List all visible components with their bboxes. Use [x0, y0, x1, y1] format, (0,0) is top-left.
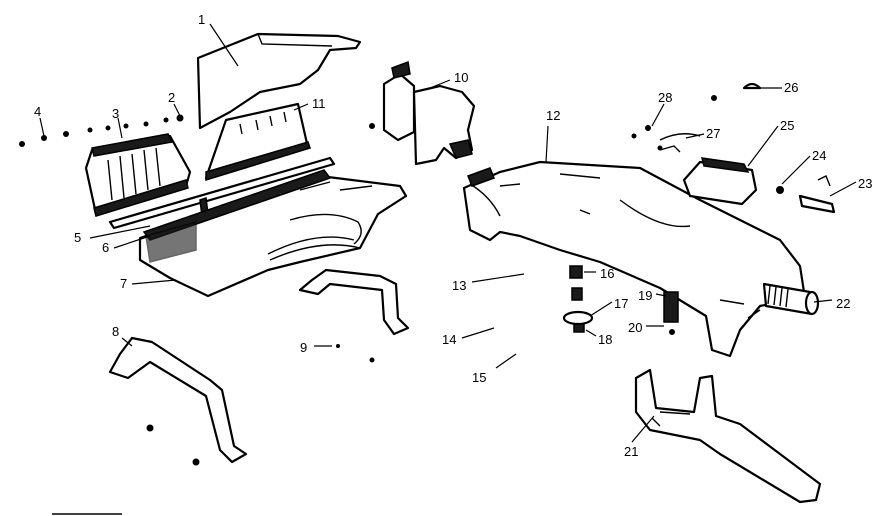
callout-4: 4: [34, 104, 41, 119]
part-12-base-frame: [462, 160, 806, 358]
part-10-clamp: [382, 60, 476, 166]
part-22-cylinder: [762, 282, 820, 316]
callout-16: 16: [600, 266, 614, 281]
callout-2: 2: [168, 90, 175, 105]
callout-12: 12: [546, 108, 560, 123]
callout-19: 19: [638, 288, 652, 303]
hardware-screws: [19, 95, 784, 466]
callout-10: 10: [454, 70, 468, 85]
callout-7: 7: [120, 276, 127, 291]
callout-5: 5: [74, 230, 81, 245]
part-8-bracket: [108, 336, 248, 464]
part-9-bracket: [298, 268, 410, 336]
part-25-block: [682, 157, 758, 206]
part-7-main-housing: [138, 169, 408, 298]
callout-17: 17: [614, 296, 628, 311]
callout-25: 25: [780, 118, 794, 133]
callout-8: 8: [112, 324, 119, 339]
callout-labels: 1 2 3 4 5 6 7 8 9 10 11 12 13 14 15 16 1…: [34, 12, 872, 459]
part-1-upper-guard: [196, 32, 362, 130]
part-27-clip: [659, 133, 701, 141]
callout-20: 20: [628, 320, 642, 335]
callout-3: 3: [112, 106, 119, 121]
callout-18: 18: [598, 332, 612, 347]
leader-lines: [39, 23, 857, 443]
callout-26: 26: [784, 80, 798, 95]
callout-21: 21: [624, 444, 638, 459]
part-23-pin: [798, 194, 836, 214]
part-23-pin-ring: [817, 175, 831, 187]
part-26-cap: [742, 82, 762, 90]
callout-1: 1: [198, 12, 205, 27]
callout-27: 27: [706, 126, 720, 141]
callout-13: 13: [452, 278, 466, 293]
parts-16-20-hardware: [562, 265, 679, 335]
callout-6: 6: [102, 240, 109, 255]
callout-24: 24: [812, 148, 826, 163]
callout-28: 28: [658, 90, 672, 105]
callout-22: 22: [836, 296, 850, 311]
part-21-lever: [634, 368, 822, 504]
callout-15: 15: [472, 370, 486, 385]
callout-11: 11: [312, 96, 326, 111]
part-3-front-panel: [84, 133, 192, 217]
part-11-side-panel: [204, 102, 311, 182]
callout-9: 9: [300, 340, 307, 355]
part-27-clip-tail: [659, 145, 681, 153]
callout-14: 14: [442, 332, 456, 347]
callout-23: 23: [858, 176, 872, 191]
